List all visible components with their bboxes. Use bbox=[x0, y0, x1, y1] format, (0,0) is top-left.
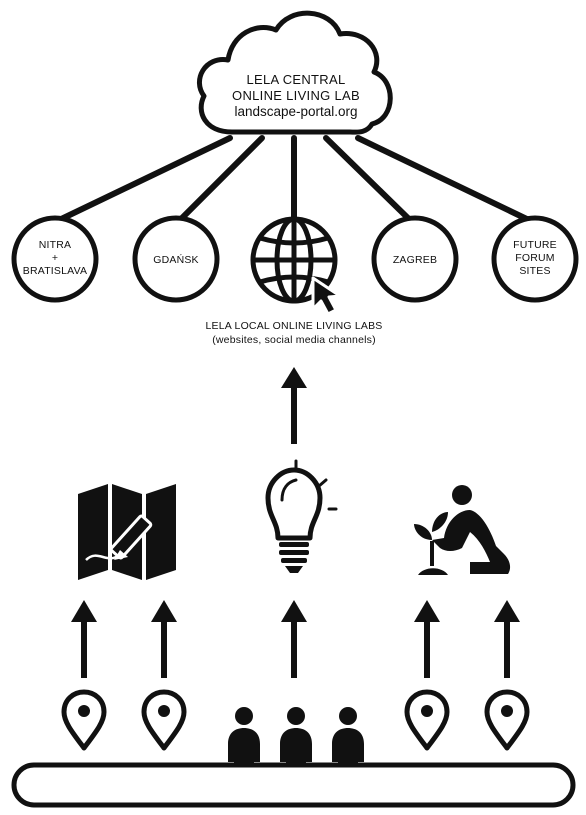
gdansk-label: GDAŃSK bbox=[153, 253, 199, 266]
location-pin-icon bbox=[484, 689, 530, 751]
cursor-arrow-icon bbox=[311, 276, 342, 316]
future-line1: FUTURE bbox=[513, 239, 557, 251]
cloud-shape bbox=[197, 10, 393, 135]
location-pin-icon bbox=[404, 689, 450, 751]
connector-nitra bbox=[52, 135, 233, 225]
map-pen-icon bbox=[78, 484, 176, 580]
local-lab-gdansk: GDAŃSK bbox=[132, 215, 220, 303]
arrow-up-2 bbox=[151, 600, 177, 678]
nitra-line1: NITRA bbox=[39, 239, 72, 251]
connector-future bbox=[355, 135, 536, 225]
nitra-line3: BRATISLAVA bbox=[23, 265, 87, 277]
connector-zagreb bbox=[323, 135, 415, 225]
local-lab-nitra-bratislava: NITRA + BRATISLAVA bbox=[11, 215, 99, 303]
globe-cursor-icon bbox=[250, 216, 342, 316]
cloud-title-line1: LELA CENTRAL bbox=[247, 72, 346, 87]
arrows-up-row bbox=[71, 600, 520, 678]
cloud-url: landscape-portal.org bbox=[234, 104, 357, 119]
local-labs-caption-line2: (websites, social media channels) bbox=[212, 334, 376, 346]
connector-gdansk bbox=[175, 135, 265, 225]
lightbulb-icon bbox=[265, 459, 338, 573]
arrow-up-4 bbox=[414, 600, 440, 678]
nitra-line2: + bbox=[52, 252, 58, 264]
arrow-up-5 bbox=[494, 600, 520, 678]
person-planting-icon bbox=[414, 485, 511, 575]
arrow-up-3 bbox=[281, 600, 307, 678]
future-line2: FORUM bbox=[515, 252, 555, 264]
local-labs-caption-line1: LELA LOCAL ONLINE LIVING LABS bbox=[206, 320, 383, 332]
cloud-title-line2: ONLINE LIVING LAB bbox=[232, 88, 360, 103]
arrow-up-to-labs bbox=[281, 367, 307, 444]
arrow-up-1 bbox=[71, 600, 97, 678]
central-cloud: LELA CENTRAL ONLINE LIVING LAB landscape… bbox=[197, 10, 393, 135]
local-lab-zagreb: ZAGREB bbox=[371, 215, 459, 303]
zagreb-label: ZAGREB bbox=[393, 254, 437, 266]
community-base-bar bbox=[11, 762, 576, 808]
location-pin-icon bbox=[141, 689, 187, 751]
local-lab-future-forum-sites: FUTURE FORUM SITES bbox=[491, 215, 579, 303]
future-line3: SITES bbox=[519, 265, 550, 277]
hub-connectors bbox=[52, 135, 536, 225]
location-pin-icon bbox=[61, 689, 107, 751]
